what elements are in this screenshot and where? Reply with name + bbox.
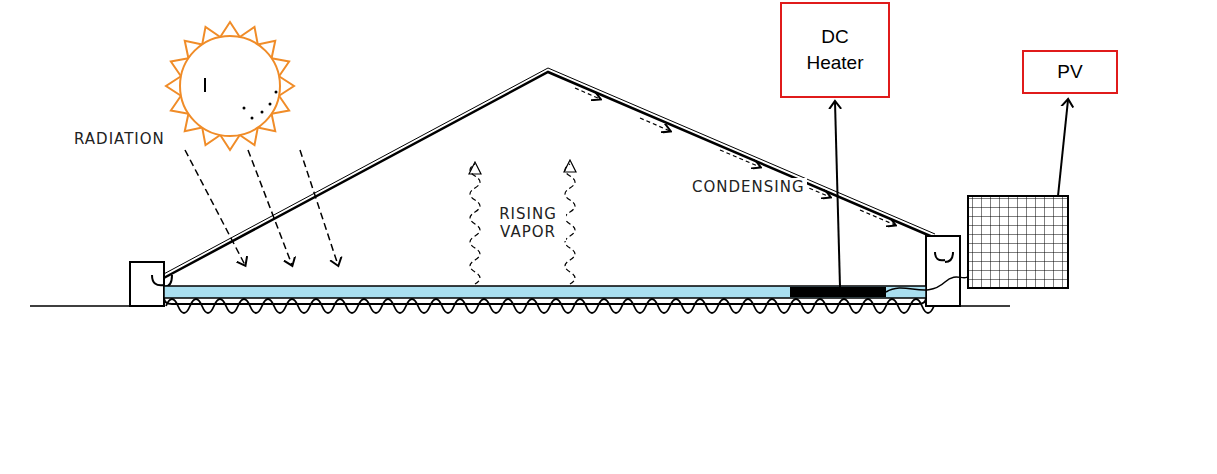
basin (130, 236, 960, 306)
corrugated-base (166, 299, 934, 313)
ground-line (30, 305, 1010, 307)
saline-water (164, 286, 926, 298)
wire (886, 272, 972, 292)
sun-ray (185, 41, 202, 58)
radiation-arrows (185, 150, 338, 265)
condensate-drops (575, 88, 895, 225)
drawing-label: RADIATION (72, 130, 167, 148)
label-box: DC Heater (780, 2, 890, 98)
sun-ray (171, 96, 189, 114)
sun-ray (166, 76, 181, 96)
leader-arrow (835, 102, 840, 287)
sun-ray (220, 22, 240, 37)
sun-ray (272, 58, 290, 76)
sun-ray (171, 58, 189, 76)
sun-ray (202, 27, 220, 45)
sun-ray (185, 114, 202, 131)
vapor-heads (469, 160, 576, 174)
sun-ray (240, 128, 258, 146)
sun-ray (258, 41, 275, 58)
drawing-label: CONDENSING (690, 178, 807, 196)
sun-ray (279, 76, 294, 96)
vapor-squiggles (470, 164, 575, 284)
sun (166, 22, 294, 150)
sun-ray (202, 128, 220, 146)
glass-cover-edge (160, 68, 935, 276)
basin-liner (164, 298, 926, 304)
pv-panel (968, 196, 1068, 288)
leader-arrow (1058, 100, 1068, 196)
box-text: DC Heater (795, 24, 875, 75)
sun-ray (240, 27, 258, 45)
sun-ray (220, 135, 240, 150)
drawing-label: RISING VAPOR (490, 205, 566, 241)
box-text: PV (1057, 59, 1082, 85)
label-box: PV (1022, 50, 1118, 94)
sun-ray (258, 114, 275, 131)
heater-element (790, 287, 886, 297)
glass-cover (160, 72, 935, 280)
sun-ray (272, 96, 290, 114)
